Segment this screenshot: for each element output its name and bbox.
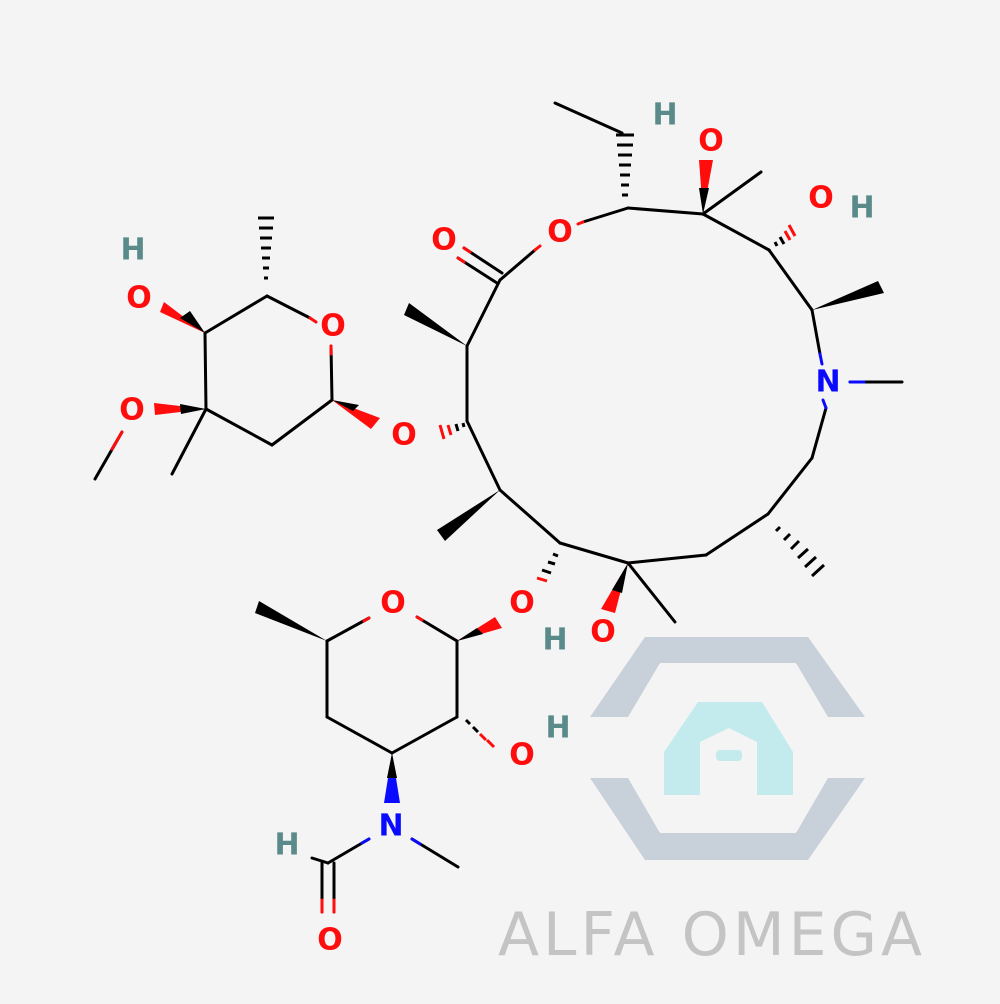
oxygen-label: O: [320, 309, 346, 344]
hydrogen-label: H: [274, 828, 299, 863]
hydrogen-label: H: [652, 98, 677, 133]
oxygen-label: O: [698, 124, 724, 159]
hash-bonds: [258, 133, 826, 749]
oxygen-label: O: [808, 181, 834, 216]
oxygen-label: O: [391, 418, 417, 453]
hydrogen-label: H: [849, 191, 874, 226]
oxygen-label: O: [509, 586, 535, 621]
hydrogen-label: H: [120, 233, 145, 268]
oxygen-label: O: [126, 281, 152, 316]
heteroatom-bond-segments: [110, 220, 866, 914]
watermark-brand-text: ALFA OMEGA: [498, 900, 927, 970]
oxygen-label: O: [509, 738, 535, 773]
hydrogen-label: H: [542, 623, 567, 658]
hydrogen-label: H: [545, 711, 570, 746]
alfa-omega-logo-icon: [590, 637, 865, 860]
nitrogen-label: N: [815, 365, 840, 400]
oxygen-label: O: [119, 393, 145, 428]
nitrogen-label: N: [378, 809, 403, 844]
wedge-bonds: [154, 160, 884, 803]
oxygen-label: O: [547, 215, 573, 250]
oxygen-label: O: [380, 586, 406, 621]
oxygen-label: O: [590, 615, 616, 650]
atom-labels: H O O H O O H O O N O O O O H O H O N H …: [119, 98, 874, 958]
oxygen-label: O: [431, 223, 457, 258]
oxygen-label: O: [317, 923, 343, 958]
